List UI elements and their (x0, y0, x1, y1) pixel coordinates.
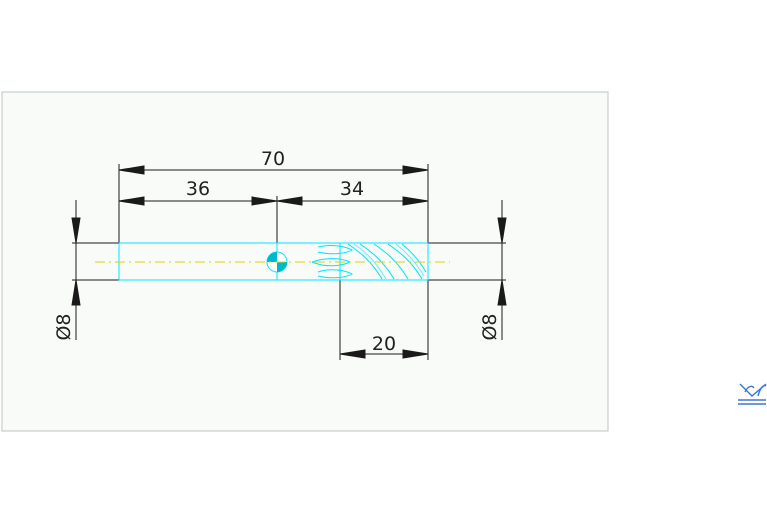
ucs-icon[interactable] (738, 383, 767, 405)
dimension-right-diameter-text: Ø8 (479, 313, 501, 340)
dimension-right-length-text: 34 (340, 178, 364, 200)
dimension-left-diameter-text: Ø8 (53, 313, 75, 340)
dimension-left-diameter (71, 200, 119, 340)
dimension-flute-length-text: 20 (372, 333, 396, 355)
dimension-segments (118, 196, 429, 280)
dimension-left-length-text: 36 (186, 178, 210, 200)
dimension-overall-length-text: 70 (261, 148, 285, 170)
dimension-right-diameter (428, 200, 507, 340)
